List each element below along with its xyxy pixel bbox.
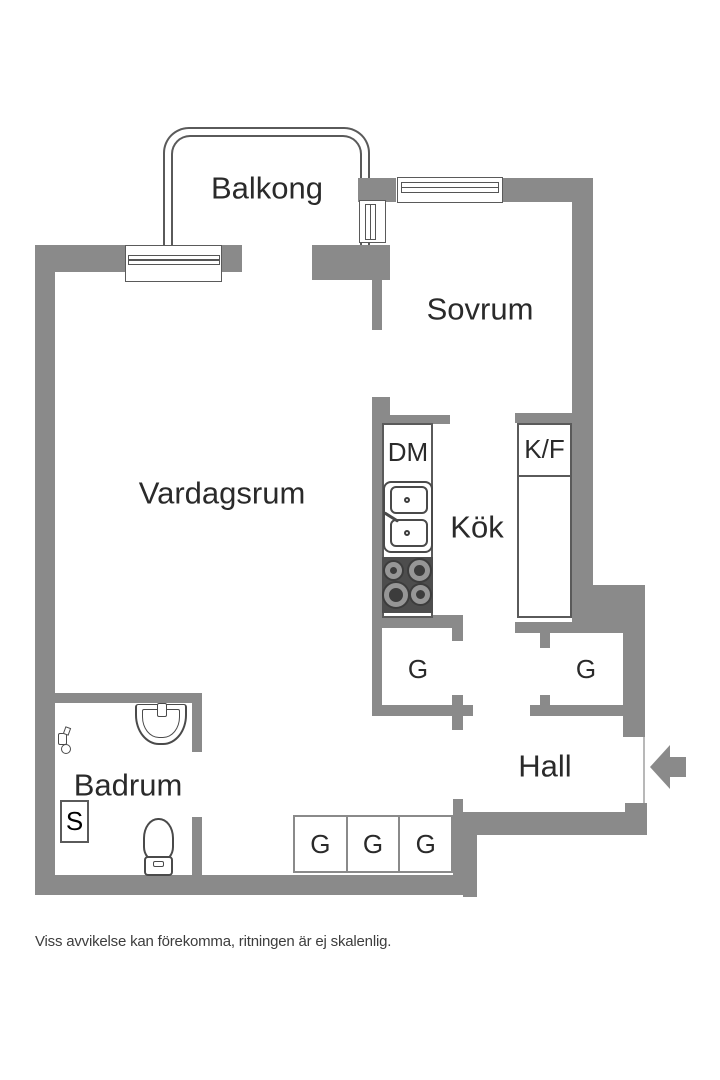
hall-bottom-wall-right-step <box>625 803 647 835</box>
closet-left-door-stub-h <box>452 705 473 716</box>
kitchen-left-wall <box>372 397 382 715</box>
closet-right-door-stub <box>540 695 550 705</box>
shower-mixer-icon <box>62 726 72 736</box>
stove-burner <box>385 562 402 579</box>
fridge-top-cap-wall <box>515 413 573 423</box>
outer-wall-right-upper <box>572 178 593 585</box>
bedroom-window-glass <box>401 182 499 193</box>
room-label-bathroom: Badrum <box>73 767 183 803</box>
wardrobe-row: G G G <box>293 815 453 873</box>
kitchen-top-wall <box>382 415 450 424</box>
room-label-living-room: Vardagsrum <box>138 475 306 511</box>
wardrobe-cell: G <box>400 817 451 871</box>
bathroom-right-wall-lower <box>192 817 202 875</box>
wardrobe-label: G <box>362 828 384 859</box>
outer-wall-top-corner-block <box>312 245 390 280</box>
stove-burner <box>409 560 430 581</box>
outer-wall-right-jog <box>572 585 645 633</box>
dishwasher-label: DM <box>387 437 429 467</box>
kitchen-left-wall-cap <box>372 397 390 415</box>
wardrobe-label-right: G <box>575 654 597 684</box>
stove-burner <box>411 585 430 604</box>
entrance-threshold-line <box>643 737 645 803</box>
sink-drain-bottom <box>404 530 410 536</box>
bathroom-right-wall-upper <box>192 693 202 752</box>
bathroom-top-wall <box>55 693 200 703</box>
shower-mixer-icon <box>61 744 71 754</box>
bathroom-sink-tap <box>157 703 167 717</box>
window-glass-line <box>402 186 498 188</box>
hall-bottom-wall <box>463 812 647 835</box>
outer-wall-right-hall <box>623 633 645 737</box>
wardrobe-label: G <box>310 828 331 859</box>
fridge-bottom-wall-stub <box>540 633 550 648</box>
sink-basin-bottom <box>390 519 428 547</box>
balcony-door-glass <box>365 204 376 240</box>
wardrobe-label-left: G <box>407 654 429 684</box>
fridge-freezer-label-section: K/F <box>517 423 572 477</box>
wardrobe-cell: G <box>295 817 348 871</box>
outer-wall-top-mid <box>222 245 242 272</box>
livingroom-window-glass <box>128 255 220 265</box>
fridge-bottom-wall <box>515 622 572 633</box>
wardrobe-label: G <box>415 828 436 859</box>
entrance-arrow-icon <box>650 745 670 789</box>
room-label-hall: Hall <box>518 748 572 784</box>
kitchen-bottom-wall-stub <box>452 628 463 641</box>
storage-label: S <box>65 806 84 836</box>
door-glass-line <box>369 205 371 239</box>
outer-wall-left <box>35 245 55 895</box>
hall-bottom-wall-step-v1 <box>453 799 463 877</box>
fridge-freezer-label: K/F <box>524 433 565 464</box>
outer-wall-top-left <box>35 245 125 272</box>
room-label-kitchen: Kök <box>450 509 504 545</box>
balcony-outline-inner <box>171 135 362 247</box>
stove-burner <box>384 583 408 607</box>
wardrobe-cell: G <box>348 817 401 871</box>
bedroom-top-wall-left <box>358 178 396 202</box>
closet-left-bottom-wall <box>372 705 452 716</box>
sink-drain-top <box>404 497 410 503</box>
disclaimer-note: Viss avvikelse kan förekomma, ritningen … <box>35 933 392 950</box>
toilet-flush-button <box>153 861 164 867</box>
closet-right-bottom-wall <box>530 705 623 716</box>
room-label-balcony: Balkong <box>210 170 324 206</box>
window-glass-line <box>129 259 219 261</box>
wall-livingroom-bedroom-divider <box>372 280 382 330</box>
fridge-freezer-unit <box>517 423 572 618</box>
kitchen-bottom-wall <box>372 615 463 628</box>
room-label-bedroom: Sovrum <box>426 291 534 327</box>
bathroom-storage-box: S <box>60 800 89 843</box>
entrance-arrow-icon-tail <box>670 757 686 777</box>
outer-wall-bottom <box>35 875 477 895</box>
stove <box>382 557 433 613</box>
